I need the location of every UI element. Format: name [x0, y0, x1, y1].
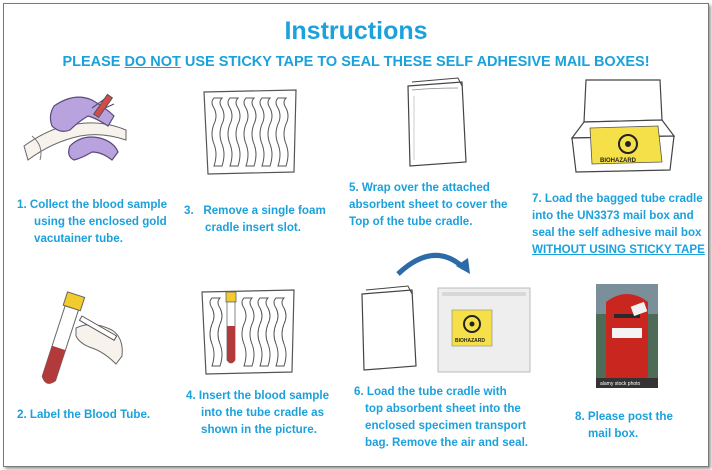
step-4-line: 4. Insert the blood sample — [186, 389, 330, 402]
labelled-tube-icon — [20, 286, 130, 396]
step-3-line: 3. Remove a single foam — [184, 204, 326, 217]
step-1-line: using the enclosed gold — [34, 215, 167, 228]
step-6-line: bag. Remove the air and seal. — [365, 436, 529, 449]
step-3-line: cradle insert slot. — [205, 221, 302, 234]
step-8-line: 8. Please post the — [575, 410, 673, 423]
step-7-line: into the UN3373 mail box and — [532, 209, 694, 222]
bag-biohazard-label-text: BIOHAZARD — [455, 338, 485, 344]
step-1-line: vacutainer tube. — [34, 232, 123, 245]
step-6-line: enclosed specimen transport — [365, 419, 527, 432]
step-2-line: 2. Label the Blood Tube. — [17, 408, 151, 421]
step-1-line: 1. Collect the blood sample — [17, 198, 168, 211]
warning-text-emphasis: DO NOT — [124, 54, 181, 70]
step-8-caption: 8. Please post the mail box. — [575, 408, 673, 442]
open-mailbox-icon: BIOHAZARD — [566, 76, 678, 176]
step-4-line: into the tube cradle as — [201, 406, 325, 419]
page-title: Instructions — [284, 17, 428, 45]
step-5-line: Top of the tube cradle. — [349, 215, 473, 228]
tube-in-cradle-icon — [196, 286, 300, 376]
step-6-line: top absorbent sheet into the — [365, 402, 521, 415]
absorbent-sheet-icon — [402, 76, 472, 170]
step-5-caption: 5. Wrap over the attached absorbent shee… — [349, 179, 508, 230]
biohazard-label-text: BIOHAZARD — [600, 158, 637, 164]
step-7-line: WITHOUT USING STICKY TAPE — [532, 243, 705, 256]
step-7-line: seal the self adhesive mail box — [532, 226, 702, 239]
step-6-line: 6. Load the tube cradle with — [354, 385, 507, 398]
postbox-photo-icon: alamy stock photo — [596, 284, 658, 388]
specimen-bag-icon: BIOHAZARD — [356, 284, 536, 376]
step-3-caption: 3. Remove a single foam cradle insert sl… — [184, 202, 326, 236]
step-5-line: absorbent sheet to cover the — [349, 198, 508, 211]
step-1-caption: 1. Collect the blood sample using the en… — [17, 196, 167, 247]
stock-watermark-text: alamy stock photo — [600, 381, 641, 387]
warning-text-pre: PLEASE — [62, 54, 125, 70]
step-2-caption: 2. Label the Blood Tube. — [17, 406, 150, 423]
step-6-caption: 6. Load the tube cradle with top absorbe… — [354, 383, 528, 451]
gloved-hands-blood-draw-icon — [22, 86, 132, 178]
step-7-caption: 7. Load the bagged tube cradle into the … — [532, 190, 705, 258]
curved-arrow-icon — [394, 244, 476, 278]
step-8-line: mail box. — [588, 427, 639, 440]
warning-text-post: USE STICKY TAPE TO SEAL THESE SELF ADHES… — [180, 54, 650, 70]
foam-cradle-icon — [198, 86, 302, 176]
step-4-line: shown in the picture. — [201, 423, 317, 436]
step-4-caption: 4. Insert the blood sample into the tube… — [186, 387, 329, 438]
step-7-line: 7. Load the bagged tube cradle — [532, 192, 703, 205]
step-5-line: 5. Wrap over the attached — [349, 181, 490, 194]
warning-banner: PLEASE DO NOT USE STICKY TAPE TO SEAL TH… — [0, 54, 712, 70]
